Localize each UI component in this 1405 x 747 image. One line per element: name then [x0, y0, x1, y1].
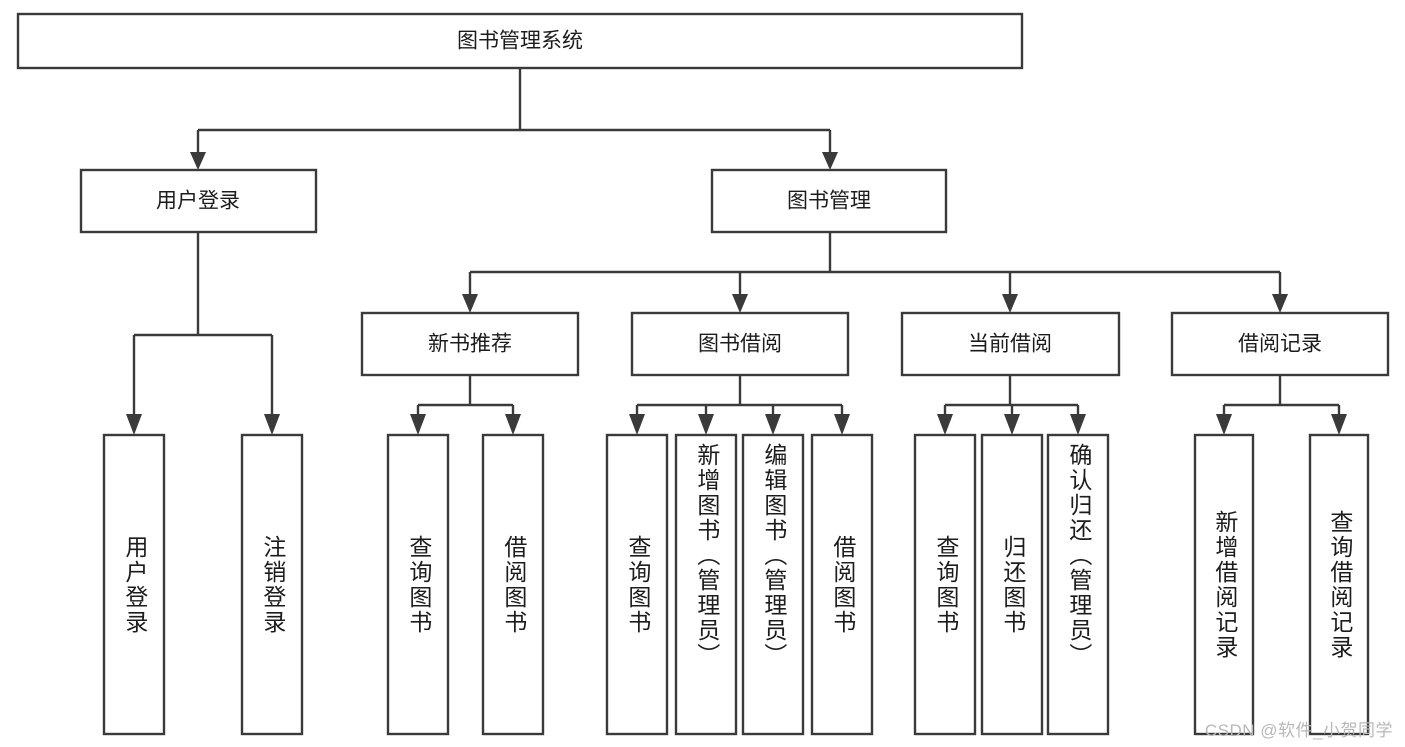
connector-group-book-manage [462, 232, 1288, 313]
connector-group-new-book-rec [410, 375, 521, 435]
node-book-manage-box [710, 168, 948, 234]
leaf-box-user-login[interactable] [102, 433, 166, 736]
leaf-boxes [102, 433, 1370, 736]
connector-group-user-login [126, 232, 280, 435]
leaf-box-user-logout[interactable] [240, 433, 304, 736]
arrow-head-current-borrow [1002, 294, 1018, 313]
arrow-head-new-book-rec [462, 294, 478, 313]
arrow-head-user-login [190, 152, 206, 170]
node-root[interactable]: 图书管理系统 [16, 12, 1024, 70]
leaf-box-query-book-2[interactable] [605, 433, 669, 736]
arrow-head-leaf-edit-book [765, 414, 781, 435]
node-new-book-rec-label: 新书推荐 [428, 333, 512, 356]
arrow-head-book-manage [822, 152, 838, 170]
node-current-borrow-box [900, 311, 1121, 377]
arrow-head-leaf-return-book [1004, 414, 1020, 435]
node-borrow-record-box [1170, 311, 1390, 377]
node-borrow-record[interactable]: 借阅记录 [1170, 311, 1390, 377]
node-user-login-box [79, 168, 318, 234]
node-root-box [16, 12, 1024, 70]
node-current-borrow-label: 当前借阅 [968, 333, 1052, 356]
leaf-box-query-record[interactable] [1308, 433, 1370, 736]
node-root-label: 图书管理系统 [457, 30, 583, 53]
node-user-login-label: 用户登录 [156, 190, 240, 213]
arrow-head-leaf-confirm-return [1070, 414, 1086, 435]
node-book-borrow[interactable]: 图书借阅 [630, 311, 850, 377]
node-current-borrow[interactable]: 当前借阅 [900, 311, 1121, 377]
leaf-box-add-book[interactable] [674, 433, 738, 736]
arrow-head-leaf-query-book-1 [410, 414, 426, 435]
node-new-book-rec-box [360, 311, 580, 377]
leaf-box-return-book[interactable] [980, 433, 1044, 736]
node-user-login[interactable]: 用户登录 [79, 168, 318, 234]
connector-group-borrow-record [1216, 375, 1347, 435]
leaf-box-query-book-3[interactable] [913, 433, 977, 736]
node-book-manage-label: 图书管理 [787, 190, 871, 213]
node-book-borrow-label: 图书借阅 [698, 333, 782, 356]
node-borrow-record-label: 借阅记录 [1238, 333, 1322, 356]
node-book-manage[interactable]: 图书管理 [710, 168, 948, 234]
csdn-watermark: CSDN @软件_小贺同学 [1204, 721, 1393, 740]
arrow-head-leaf-query-book-2 [629, 414, 645, 435]
arrow-head-borrow-record [1272, 294, 1288, 313]
arrow-head-book-borrow [732, 294, 748, 313]
arrow-head-leaf-add-book [698, 414, 714, 435]
leaf-box-borrow-book-1[interactable] [481, 433, 545, 736]
node-new-book-rec[interactable]: 新书推荐 [360, 311, 580, 377]
arrow-head-leaf-user-login [126, 414, 142, 435]
arrow-head-leaf-borrow-book-1 [505, 414, 521, 435]
leaf-box-borrow-book-2[interactable] [810, 433, 874, 736]
node-book-borrow-box [630, 311, 850, 377]
arrow-head-leaf-borrow-book-2 [834, 414, 850, 435]
connector-group-root [190, 68, 838, 170]
connector-group-book-borrow [629, 375, 850, 435]
leaf-box-confirm-return[interactable] [1046, 433, 1110, 736]
connector-group-current-borrow [937, 375, 1086, 435]
leaf-box-edit-book[interactable] [741, 433, 805, 736]
arrow-head-leaf-query-record [1331, 414, 1347, 435]
leaf-box-query-book-1[interactable] [386, 433, 450, 736]
arrow-head-leaf-add-record [1216, 414, 1232, 435]
leaf-box-add-record[interactable] [1193, 433, 1255, 736]
arrow-head-leaf-user-logout [264, 414, 280, 435]
arrow-head-leaf-query-book-3 [937, 414, 953, 435]
